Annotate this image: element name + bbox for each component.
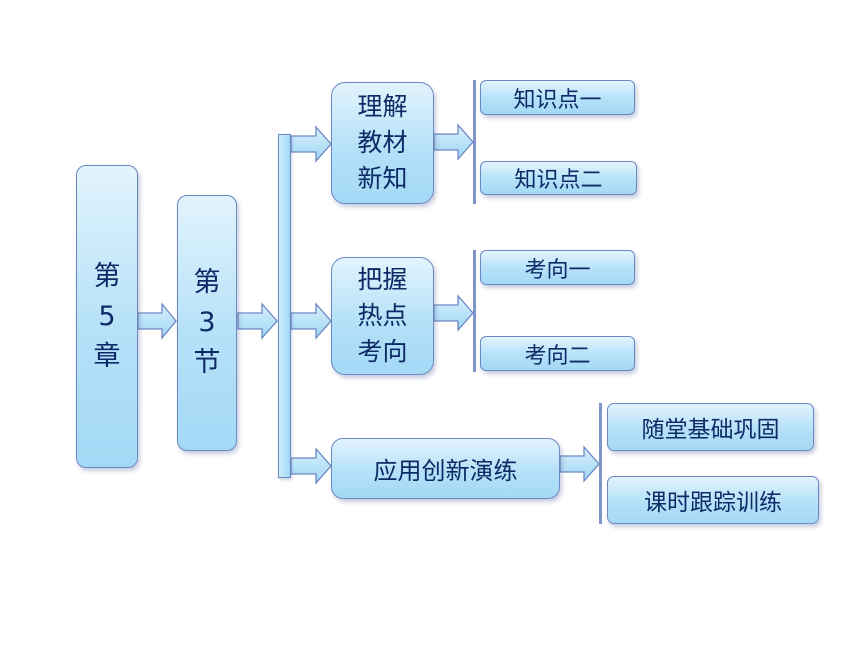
child-knowledge-point-1[interactable]: 知识点一 [480,80,635,115]
arrow-to-branch-2 [290,302,332,340]
child-label: 考向一 [524,257,591,283]
section-box[interactable]: 第 3 节 [177,195,237,451]
arrow-to-branch-1 [290,125,332,163]
child-label: 考向二 [524,343,591,369]
branch-connector-bar [278,134,291,478]
arrow-to-branch-3 [290,447,332,485]
arrow-branch-1-to-children [433,123,474,161]
branch-hot-topics[interactable]: 把握 热点 考向 [331,257,434,375]
children-divider-1 [473,80,476,204]
child-label: 随堂基础巩固 [641,417,780,443]
child-knowledge-point-2[interactable]: 知识点二 [480,161,637,195]
arrow-branch-2-to-children [433,294,474,332]
child-after-class-training[interactable]: 课时跟踪训练 [607,476,819,524]
chapter-box[interactable]: 第 5 章 [76,165,138,468]
branch-3-label: 应用创新演练 [373,457,518,485]
branch-practice[interactable]: 应用创新演练 [331,438,560,499]
child-label: 知识点二 [514,168,603,193]
branch-2-label: 把握 热点 考向 [357,265,408,366]
arrow-branch-3-to-children [559,445,600,483]
child-direction-2[interactable]: 考向二 [480,336,635,371]
branch-understand-textbook[interactable]: 理解 教材 新知 [331,82,434,204]
chapter-label: 第 5 章 [93,260,121,372]
branch-1-label: 理解 教材 新知 [357,92,408,193]
section-label: 第 3 节 [193,267,221,378]
child-classroom-practice[interactable]: 随堂基础巩固 [607,403,814,451]
children-divider-2 [473,250,476,372]
arrow-chapter-to-section [137,302,177,340]
child-direction-1[interactable]: 考向一 [480,250,635,285]
arrow-section-to-bar [237,302,278,340]
child-label: 知识点一 [513,87,602,113]
children-divider-3 [599,403,602,524]
child-label: 课时跟踪训练 [644,490,782,516]
